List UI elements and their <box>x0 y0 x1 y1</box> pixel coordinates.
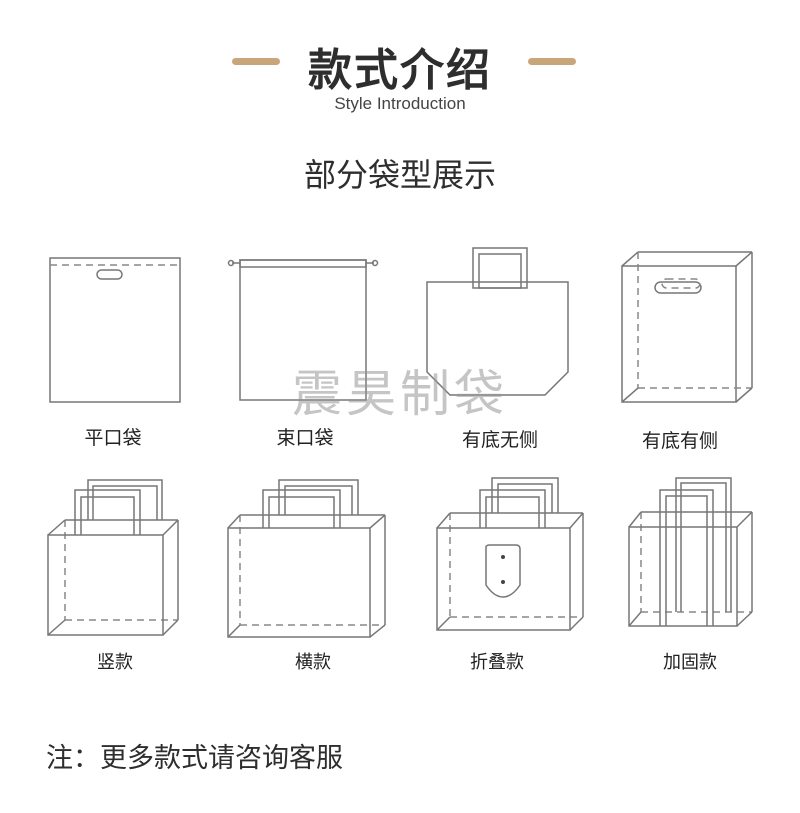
page-title: 款式介绍 <box>308 45 492 96</box>
bag-label-bottom-side: 有底有侧 <box>641 430 718 452</box>
reinforced-tote-illustration <box>628 477 753 627</box>
contact-note: 注：更多款式请咨询客服 <box>46 743 343 774</box>
bag-label-vertical: 竖款 <box>97 652 133 673</box>
bag-label-reinforced: 加固款 <box>663 652 717 673</box>
bottom-side-bag-illustration <box>621 251 753 403</box>
bag-label-flat: 平口袋 <box>84 427 142 449</box>
bottom-no-side-bag-illustration <box>426 247 569 396</box>
flat-bag-illustration <box>49 257 181 403</box>
bag-label-horizontal: 横款 <box>295 652 331 673</box>
title-right-decor <box>528 58 576 65</box>
horizontal-tote-illustration <box>227 479 386 638</box>
foldable-tote-illustration <box>436 477 584 631</box>
page-subtitle: Style Introduction <box>334 94 466 113</box>
drawstring-bag-illustration <box>227 259 379 401</box>
section-title: 部分袋型展示 <box>303 156 496 194</box>
bag-label-drawstring: 束口袋 <box>276 427 334 449</box>
title-left-decor <box>232 58 280 65</box>
fold-flap <box>485 544 521 598</box>
bag-label-foldable: 折叠款 <box>470 652 524 673</box>
vertical-tote-illustration <box>47 479 179 636</box>
watermark: 震昊制袋 <box>292 365 508 423</box>
bag-label-bottom-no-side: 有底无侧 <box>461 429 538 451</box>
